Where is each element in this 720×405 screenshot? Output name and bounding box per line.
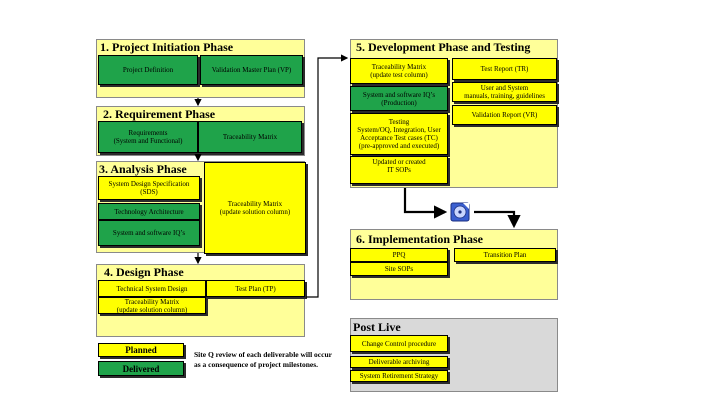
system-retirement-box: System Retirement Strategy — [350, 370, 448, 382]
validation-master-plan-box: Validation Master Plan (VP) — [200, 55, 303, 85]
ppq-box: PPQ — [350, 248, 448, 262]
system-software-iq-production-box: System and software IQ’s (Production) — [350, 86, 448, 111]
it-sops-box: Updated or created IT SOPs — [350, 156, 448, 184]
phase-1-title: 1. Project Initiation Phase — [100, 40, 234, 54]
sds-box: System Design Specification (SDS) — [98, 176, 200, 200]
system-software-iq-box: System and software IQ’s — [98, 220, 200, 246]
post-live-title: Post Live — [353, 320, 401, 334]
deliverable-archiving-box: Deliverable archiving — [350, 356, 448, 368]
requirements-box: Requirements (System and Functional) — [98, 121, 198, 153]
site-sops-box: Site SOPs — [350, 262, 448, 276]
test-plan-box: Test Plan (TP) — [206, 280, 305, 297]
arrow-5-to-cd — [403, 188, 448, 219]
legend-planned: Planned — [98, 343, 184, 357]
site-q-note: Site Q review of each deliverable will o… — [194, 350, 332, 369]
phase-5-title: 5. Development Phase and Testing — [356, 40, 531, 54]
phase-6-title: 6. Implementation Phase — [356, 232, 483, 246]
traceability-matrix-req-box: Traceability Matrix — [198, 121, 302, 153]
traceability-matrix-design-box: Traceability Matrix (update solution col… — [98, 297, 206, 314]
phase-2-title: 2. Requirement Phase — [103, 107, 216, 121]
technology-architecture-box: Technology Architecture — [98, 203, 200, 220]
legend-delivered: Delivered — [98, 361, 184, 376]
validation-report-box: Validation Report (VR) — [452, 105, 557, 125]
arrow-cd-to-6 — [474, 210, 521, 229]
testing-box: Testing System/OQ, Integration, User Acc… — [350, 113, 448, 155]
user-system-manuals-box: User and System manuals, training, guide… — [452, 82, 557, 102]
transition-plan-box: Transition Plan — [454, 248, 556, 262]
arrow-4-to-5 — [306, 54, 349, 298]
test-report-box: Test Report (TR) — [452, 58, 557, 80]
project-definition-box: Project Definition — [98, 55, 198, 85]
traceability-matrix-analysis-box: Traceability Matrix (update solution col… — [204, 162, 306, 254]
traceability-matrix-test-box: Traceability Matrix (update test column) — [350, 58, 448, 84]
phase-4-title: 4. Design Phase — [104, 265, 184, 279]
phase-3-title: 3. Analysis Phase — [99, 162, 187, 176]
technical-system-design-box: Technical System Design — [98, 280, 206, 297]
change-control-box: Change Control procedure — [350, 335, 448, 352]
phase-6-panel: 6. Implementation Phase — [350, 229, 558, 300]
cd-icon — [450, 202, 470, 222]
